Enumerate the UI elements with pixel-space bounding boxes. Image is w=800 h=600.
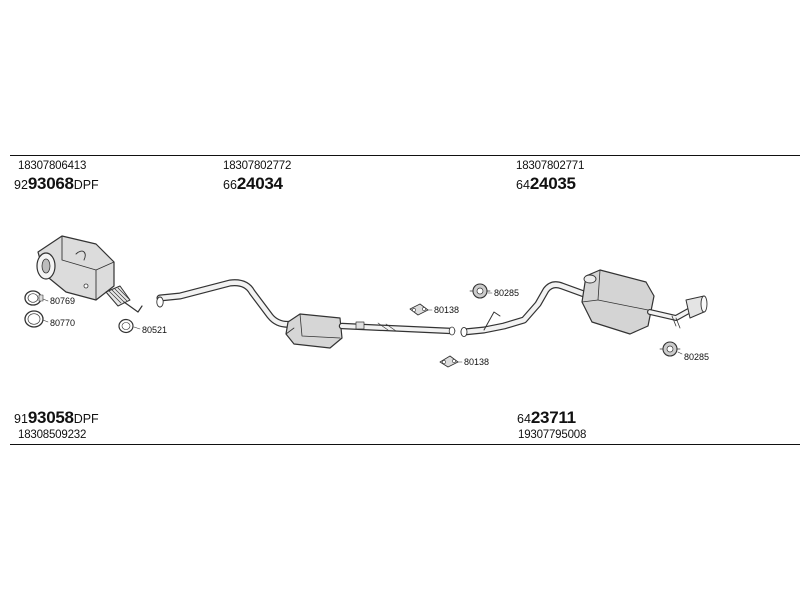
rear-silencer (581, 269, 655, 335)
flex-pipe (105, 285, 143, 313)
g4-code-prefix: 91 (14, 412, 28, 426)
label-hanger-80138-lower: 80138 (464, 357, 490, 367)
leader-80285-lower (677, 351, 683, 355)
g1-code: 9293068DPF (14, 175, 99, 194)
hanger-80138-lower-icon (439, 355, 459, 368)
label-clamp-80770: 80770 (50, 318, 76, 328)
top-divider (10, 155, 800, 156)
g3-code: 6424035 (516, 175, 576, 194)
label-gasket-80521: 80521 (142, 325, 168, 335)
intermediate-pipe (338, 321, 456, 336)
hanger-80138-upper-icon (409, 303, 429, 316)
g1-code-suffix: DPF (73, 178, 99, 192)
mount-80285-lower-icon (659, 341, 681, 357)
clamp-80769-icon (24, 290, 44, 306)
g1-code-main: 93068 (27, 174, 74, 193)
g2-code-main: 24034 (236, 174, 283, 193)
g3-code-prefix: 64 (516, 178, 530, 192)
g4-part-number: 18308509232 (18, 429, 87, 441)
g2-code-prefix: 66 (223, 178, 237, 192)
g2-code: 6624034 (223, 175, 283, 194)
front-pipe (156, 279, 296, 328)
g5-part-number: 19307795008 (518, 429, 587, 441)
bottom-divider (10, 444, 800, 445)
g4-code-suffix: DPF (73, 412, 99, 426)
clamp-80770-icon (24, 310, 44, 328)
g1-code-prefix: 92 (14, 178, 28, 192)
leader-80769 (42, 298, 49, 302)
g5-code: 6423711 (517, 409, 576, 428)
mount-80285-upper-icon (469, 283, 491, 299)
label-clamp-80769: 80769 (50, 296, 76, 306)
tailpipe (647, 295, 708, 329)
g3-code-main: 24035 (529, 174, 576, 193)
g4-code-main: 93058 (27, 408, 74, 427)
center-silencer (285, 313, 343, 349)
dpf-unit (36, 235, 115, 301)
g5-code-main: 23711 (530, 408, 576, 427)
gasket-80521-icon (118, 318, 134, 334)
g3-part-number: 18307802771 (516, 160, 585, 172)
label-hanger-80138-upper: 80138 (434, 305, 460, 315)
label-mount-80285-upper: 80285 (494, 288, 520, 298)
leader-80770 (42, 319, 49, 323)
rear-pipe (460, 281, 588, 338)
label-mount-80285-lower: 80285 (684, 352, 710, 362)
g2-part-number: 18307802772 (223, 160, 292, 172)
g1-part-number: 18307806413 (18, 160, 87, 172)
g5-code-prefix: 64 (517, 412, 531, 426)
g4-code: 9193058DPF (14, 409, 99, 428)
leader-80521 (133, 326, 141, 330)
